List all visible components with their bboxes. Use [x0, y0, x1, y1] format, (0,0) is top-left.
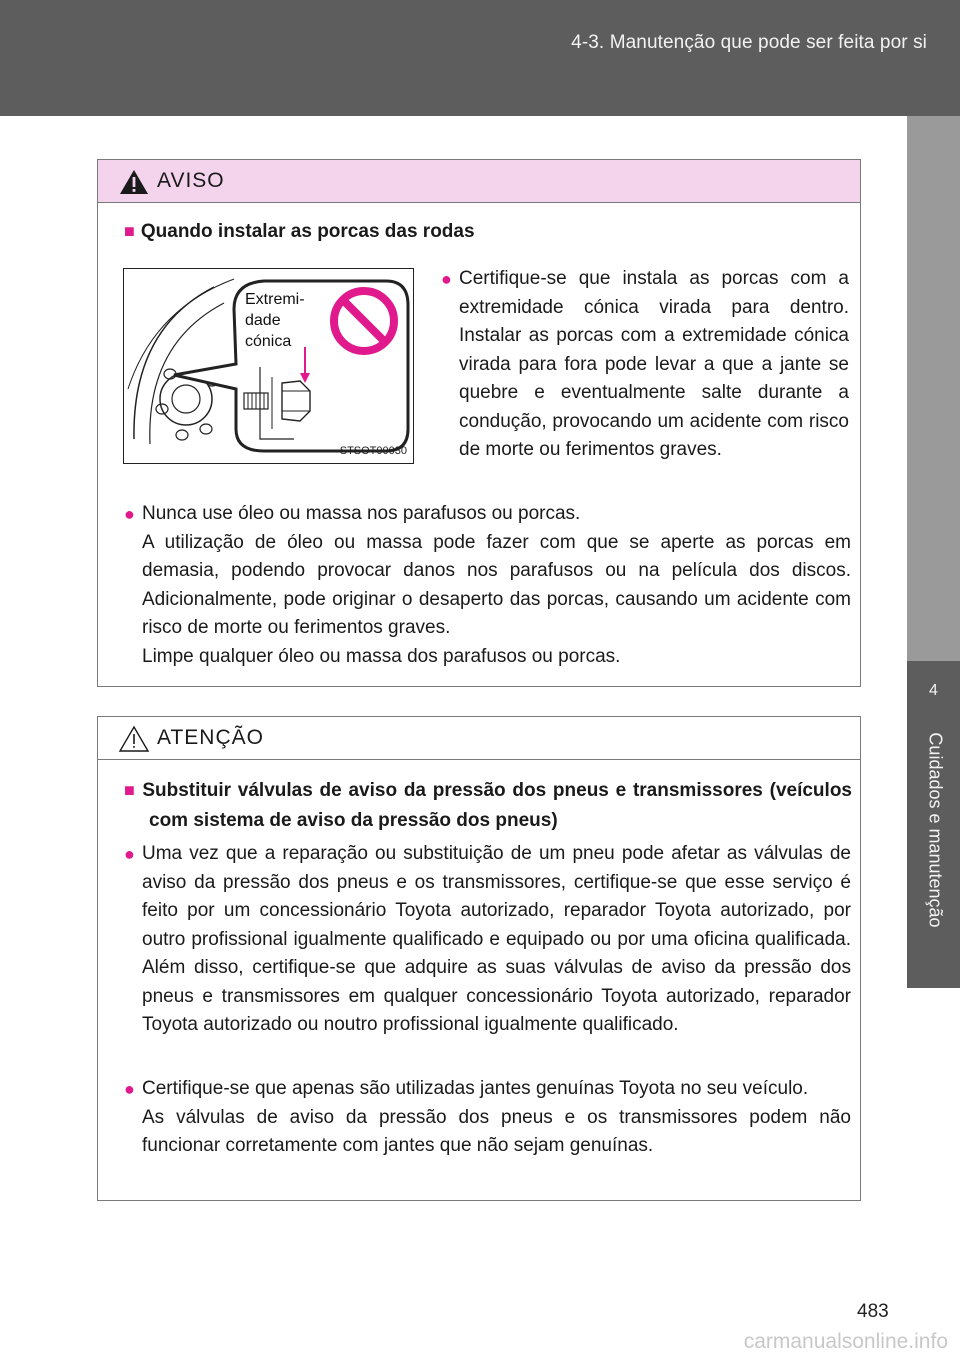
side-tab-upper [907, 116, 960, 661]
circle-bullet-icon: ● [124, 504, 135, 524]
warning-section-heading: ■Quando instalar as porcas das rodas [124, 221, 475, 242]
warning-box: AVISO ■Quando instalar as porcas das rod… [97, 159, 861, 687]
caution-triangle-icon [118, 725, 150, 752]
chapter-number: 4 [929, 682, 938, 699]
caution-section-heading: ■Substituir válvulas de aviso da pressão… [124, 780, 852, 831]
figure-label: Extremi- dade cónica [245, 291, 305, 350]
page-number: 483 [857, 1301, 889, 1322]
warning-bullet-2: ● Nunca use óleo ou massa nos parafusos … [124, 500, 851, 671]
watermark: carmanualsonline.info [743, 1330, 948, 1353]
wheel-nut-figure: Extremi- dade cónica STSOT00030 [123, 268, 414, 464]
square-bullet-icon: ■ [124, 221, 135, 241]
warning-box-header: AVISO [98, 160, 860, 203]
warning-triangle-icon [120, 170, 148, 194]
caution-bullet-2: ● Certifique-se que apenas são utilizada… [124, 1075, 851, 1161]
caution-box-header: ATENÇÃO [98, 717, 860, 760]
square-bullet-icon: ■ [124, 780, 137, 800]
caution-bullet-1: ● Uma vez que a reparação ou substituiçã… [124, 840, 851, 1040]
chapter-label: Cuidados e manutenção [925, 732, 946, 928]
section-title: 4-3. Manutenção que pode ser feita por s… [571, 32, 927, 53]
circle-bullet-icon: ● [441, 269, 452, 289]
circle-bullet-icon: ● [124, 844, 135, 864]
figure-code: STSOT00030 [339, 445, 407, 457]
caution-title: ATENÇÃO [157, 726, 264, 749]
warning-title: AVISO [157, 169, 225, 192]
side-tab-chapter [907, 661, 960, 988]
warning-bullet-1: ● Certifique-se que instala as porcas co… [441, 265, 849, 465]
caution-box: ATENÇÃO ■Substituir válvulas de aviso da… [97, 716, 861, 1201]
wheel-nut-illustration [127, 278, 410, 453]
circle-bullet-icon: ● [124, 1079, 135, 1099]
header-band: 4-3. Manutenção que pode ser feita por s… [0, 0, 960, 116]
